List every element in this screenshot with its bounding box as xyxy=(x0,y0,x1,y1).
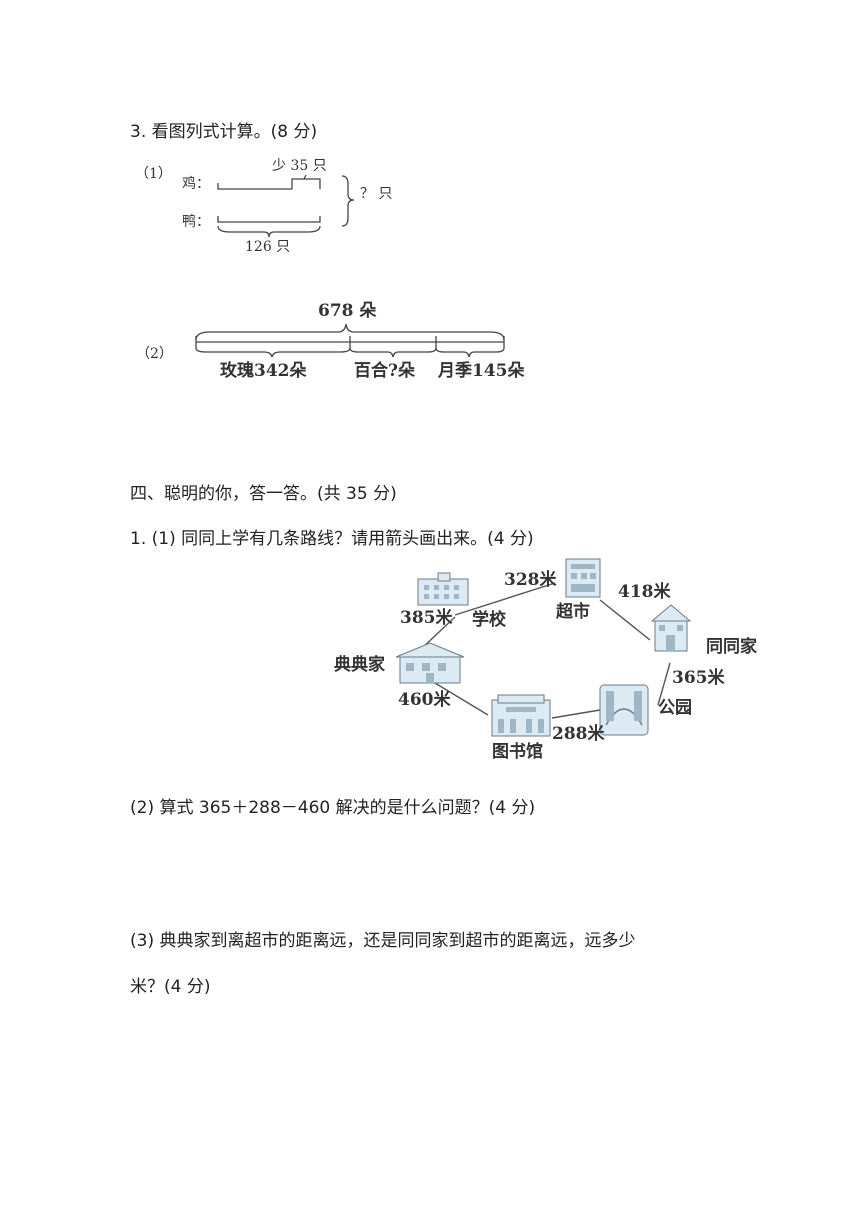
duck-underbrace xyxy=(217,225,321,238)
diandian-home-icon xyxy=(395,642,465,684)
library-building-icon xyxy=(491,694,551,737)
question-1-3-line-2: 米？(4 分) xyxy=(130,977,211,997)
difference-label: 少 35 只 xyxy=(272,158,327,174)
total-brace xyxy=(341,175,355,227)
supermarket-building-icon xyxy=(565,558,601,598)
difference-bracket xyxy=(291,174,321,189)
part-2-index: （2） xyxy=(136,346,173,362)
duck-bar xyxy=(217,216,321,223)
rose-label: 玫瑰342朵 xyxy=(220,360,307,381)
distance-supermarket-tongtong: 418米 xyxy=(618,581,671,602)
route-tongtong-park xyxy=(657,662,671,706)
section-4-title: 四、聪明的你，答一答。(共 35 分) xyxy=(130,484,397,504)
distance-diandian-library: 460米 xyxy=(398,689,451,710)
chinarose-label: 月季145朵 xyxy=(437,360,525,381)
chicken-duck-diagram: （1） 鸡： 鸭： 少 35 只 126 只 ？ 只 xyxy=(135,158,392,255)
flowers-overbrace xyxy=(195,323,505,341)
duck-label: 鸭： xyxy=(182,214,210,230)
lily-label: 百合?朵 xyxy=(354,360,415,381)
school-label: 学校 xyxy=(472,609,507,630)
supermarket-label: 超市 xyxy=(556,601,590,622)
diandian-home-label: 典典家 xyxy=(334,654,385,675)
question-3-title: 3. 看图列式计算。(8 分) xyxy=(130,122,318,142)
question-1-2: (2) 算式 365＋288－460 解决的是什么问题？(4 分) xyxy=(130,798,536,818)
duck-count-label: 126 只 xyxy=(245,239,290,255)
flowers-bar xyxy=(195,336,505,348)
route-library-park xyxy=(551,709,601,719)
distance-school-supermarket: 328米 xyxy=(504,569,557,590)
school-building-icon xyxy=(417,572,469,606)
route-supermarket-tongtong xyxy=(599,599,651,641)
route-school-supermarket xyxy=(454,582,556,616)
chicken-label: 鸡： xyxy=(182,175,210,192)
flowers-total-label: 678 朵 xyxy=(318,301,376,321)
tongtong-home-icon xyxy=(650,604,692,652)
total-label: ？ 只 xyxy=(360,186,392,202)
distance-library-park: 288米 xyxy=(552,723,605,744)
distance-diandian-school: 385米 xyxy=(400,607,453,628)
chinarose-underbrace xyxy=(435,347,505,358)
part-1-index: （1） xyxy=(135,166,172,182)
park-label: 公园 xyxy=(658,698,692,718)
library-label: 图书馆 xyxy=(492,741,543,762)
question-1-1: 1. (1) 同同上学有几条路线？请用箭头画出来。(4 分) xyxy=(130,529,534,549)
route-diandian-library xyxy=(429,679,489,716)
tongtong-home-label: 同同家 xyxy=(706,636,757,657)
rose-underbrace xyxy=(195,347,351,358)
question-1-3-line-1: (3) 典典家到离超市的距离远，还是同同家到超市的距离远，远多少 xyxy=(130,931,636,951)
route-map: 385米 学校 328米 超市 418米 同同家 典典家 365米 460米 公… xyxy=(334,558,757,762)
flowers-diagram: （2） 678 朵 玫瑰342朵 百合?朵 月季145朵 xyxy=(136,301,525,381)
distance-tongtong-park: 365米 xyxy=(672,667,725,688)
lily-underbrace xyxy=(349,347,437,358)
park-gate-icon xyxy=(599,684,649,736)
chicken-bar xyxy=(217,183,292,190)
